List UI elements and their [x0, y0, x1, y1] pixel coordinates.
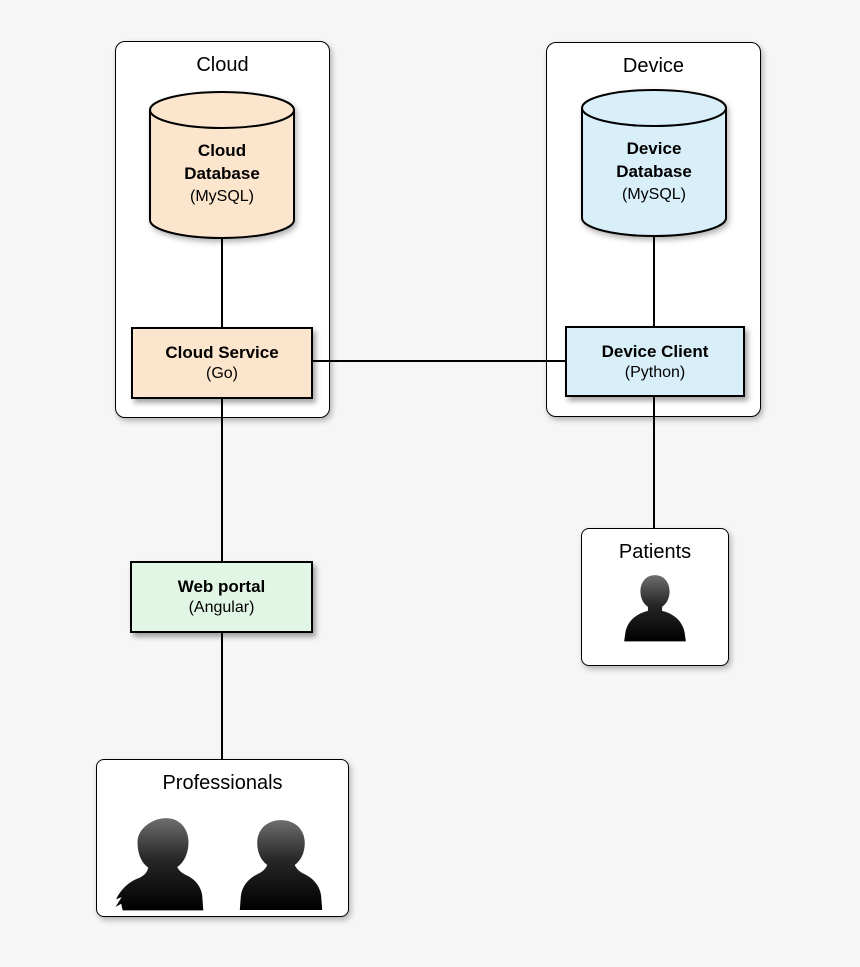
- device-database-node: Device Database (MySQL): [580, 88, 728, 238]
- device-client-tech: (Python): [624, 363, 686, 381]
- cloud-database-label: Cloud Database: [184, 141, 260, 183]
- device-database-tech: (MySQL): [622, 185, 686, 203]
- connector-cloud-service-to-web-portal: [221, 399, 223, 561]
- connector-cloud-service-to-device-client: [313, 360, 565, 362]
- connector-device-database-to-device-client: [653, 236, 655, 326]
- connector-cloud-database-to-cloud-service: [221, 238, 223, 327]
- device-client-label: Device Client: [601, 341, 709, 361]
- patients-title: Patients: [618, 541, 692, 563]
- device-database-label: Device Database: [616, 139, 692, 181]
- patients-node: Patients: [581, 528, 729, 666]
- cloud-database-tech: (MySQL): [190, 187, 254, 205]
- connector-web-portal-to-professionals: [221, 633, 223, 759]
- professional-long-hair-person-icon: [115, 818, 203, 911]
- professional-short-hair-person-icon: [239, 820, 322, 910]
- professionals-title: Professionals: [162, 772, 283, 794]
- database-cylinder-icon: [581, 89, 727, 237]
- web-portal-tech: (Angular): [188, 599, 255, 616]
- connector-device-client-to-patients: [653, 397, 655, 528]
- professionals-node: Professionals: [96, 759, 349, 917]
- device-client-node: Device Client (Python): [565, 326, 745, 397]
- patient-icon-wrap: [608, 574, 702, 647]
- patient-person-icon: [624, 575, 686, 642]
- cloud-service-node: Cloud Service (Go): [131, 327, 313, 399]
- web-portal-label: Web portal: [177, 577, 266, 596]
- device-group-title: Device: [622, 55, 685, 77]
- cloud-group-title: Cloud: [196, 54, 249, 76]
- professionals-icon-row: [112, 817, 334, 916]
- cloud-service-tech: (Go): [206, 365, 238, 382]
- cloud-service-label: Cloud Service: [165, 343, 279, 362]
- cloud-database-node: Cloud Database (MySQL): [148, 90, 296, 240]
- web-portal-node: Web portal (Angular): [130, 561, 313, 633]
- database-cylinder-icon: [149, 91, 295, 239]
